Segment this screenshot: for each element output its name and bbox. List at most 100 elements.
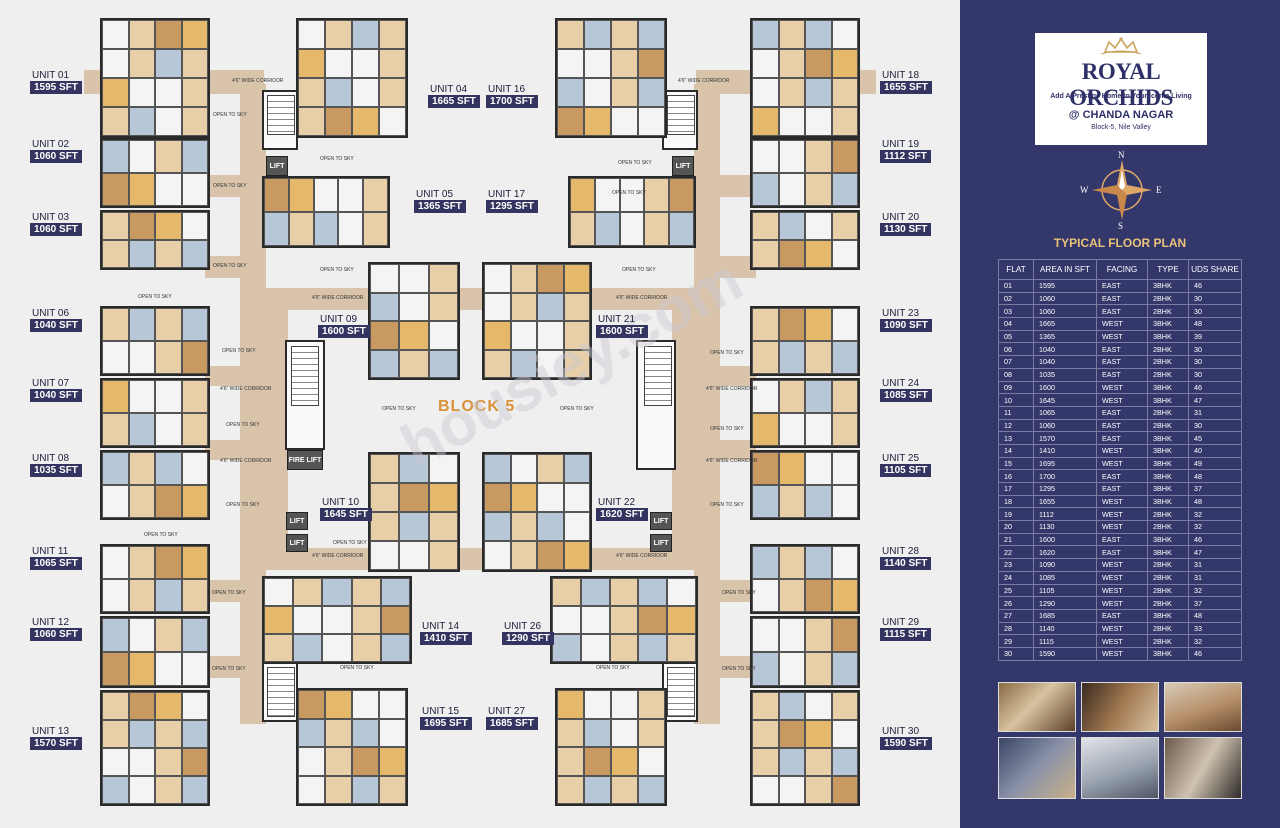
room — [102, 618, 129, 652]
lift-mid-left-2: LIFT — [286, 534, 308, 552]
room — [831, 240, 858, 268]
table-cell: EAST — [1096, 545, 1148, 560]
core-bottom-right — [662, 662, 698, 722]
room — [752, 107, 779, 136]
room — [298, 690, 325, 719]
room — [181, 692, 208, 720]
open-to-sky-note: OPEN TO SKY — [138, 294, 172, 300]
table-cell: EAST — [1096, 469, 1148, 483]
room — [128, 776, 155, 804]
unit-plan — [100, 18, 210, 138]
room — [778, 240, 805, 268]
table-cell: WEST — [1096, 583, 1148, 598]
corridor-mid-bottom — [240, 548, 720, 570]
table-cell: EAST — [1096, 367, 1148, 382]
room — [484, 349, 511, 378]
room — [638, 775, 665, 804]
room — [128, 380, 155, 413]
table-cell: 16 — [998, 469, 1034, 483]
table-cell: 3BHK — [1147, 469, 1189, 483]
corridor-left-row-2 — [205, 256, 245, 278]
staircase — [267, 667, 295, 717]
room — [619, 212, 645, 246]
table-cell: 3BHK — [1147, 646, 1189, 661]
room — [102, 776, 129, 804]
room — [805, 49, 832, 78]
table-cell: WEST — [1096, 596, 1148, 610]
table-cell: 1590 — [1033, 646, 1097, 661]
room — [805, 579, 832, 612]
room — [638, 634, 668, 662]
room — [288, 178, 314, 212]
corridor-right-row-2 — [716, 256, 756, 278]
room — [778, 107, 805, 136]
room — [638, 78, 665, 107]
room — [778, 380, 805, 413]
table-cell: WEST — [1096, 393, 1148, 407]
table-cell: 1090 — [1033, 558, 1097, 572]
open-to-sky-note: OPEN TO SKY — [618, 160, 652, 166]
room — [102, 652, 129, 686]
room — [102, 212, 129, 240]
table-cell: 39 — [1188, 329, 1242, 344]
room — [563, 541, 590, 570]
room — [325, 747, 352, 776]
info-panel: ROYAL ORCHIDS Add A Prestige Home to You… — [960, 0, 1280, 828]
table-cell: 1570 — [1033, 431, 1097, 445]
lift-mid-right-2: LIFT — [650, 534, 672, 552]
core-mid-right — [636, 340, 676, 470]
compass-n: N — [1118, 150, 1125, 160]
room — [155, 78, 182, 107]
open-to-sky-note: OPEN TO SKY — [226, 502, 260, 508]
room — [155, 579, 182, 612]
room — [181, 78, 208, 107]
unit-plan — [550, 576, 698, 664]
room — [778, 341, 805, 374]
room — [484, 512, 511, 541]
unit-plan — [100, 378, 210, 448]
room — [778, 546, 805, 579]
room — [552, 606, 581, 634]
room — [752, 308, 779, 341]
room — [322, 634, 352, 662]
room — [609, 578, 639, 606]
room — [399, 349, 429, 378]
table-cell: 06 — [998, 342, 1034, 357]
room — [155, 546, 182, 579]
room — [752, 618, 779, 652]
core-bottom-left — [262, 662, 298, 722]
room — [399, 264, 429, 293]
room — [563, 292, 590, 321]
room — [181, 776, 208, 804]
room — [484, 454, 511, 483]
room — [363, 212, 388, 246]
room — [563, 349, 590, 378]
room — [102, 485, 129, 518]
table-cell: 1595 — [1033, 279, 1097, 293]
room — [831, 579, 858, 612]
table-cell: 3BHK — [1147, 279, 1189, 293]
room — [805, 240, 832, 268]
room — [644, 212, 670, 246]
room — [128, 20, 155, 49]
table-cell: 3BHK — [1147, 545, 1189, 560]
open-to-sky-note: OPEN TO SKY — [213, 183, 247, 189]
brand-tagline: Add A Prestige Home to Your Iconic Livin… — [1050, 93, 1192, 100]
room — [288, 212, 314, 246]
unit-plan — [555, 688, 667, 806]
room — [805, 380, 832, 413]
table-cell: 12 — [998, 418, 1034, 433]
room — [181, 652, 208, 686]
room — [380, 634, 410, 662]
table-cell: WEST — [1096, 317, 1148, 331]
table-cell: 02 — [998, 291, 1034, 306]
room — [752, 652, 779, 686]
unit-plan — [750, 616, 860, 688]
open-to-sky-note: OPEN TO SKY — [710, 426, 744, 432]
corridor-note: 4'6" WIDE CORRIDOR — [312, 295, 364, 301]
